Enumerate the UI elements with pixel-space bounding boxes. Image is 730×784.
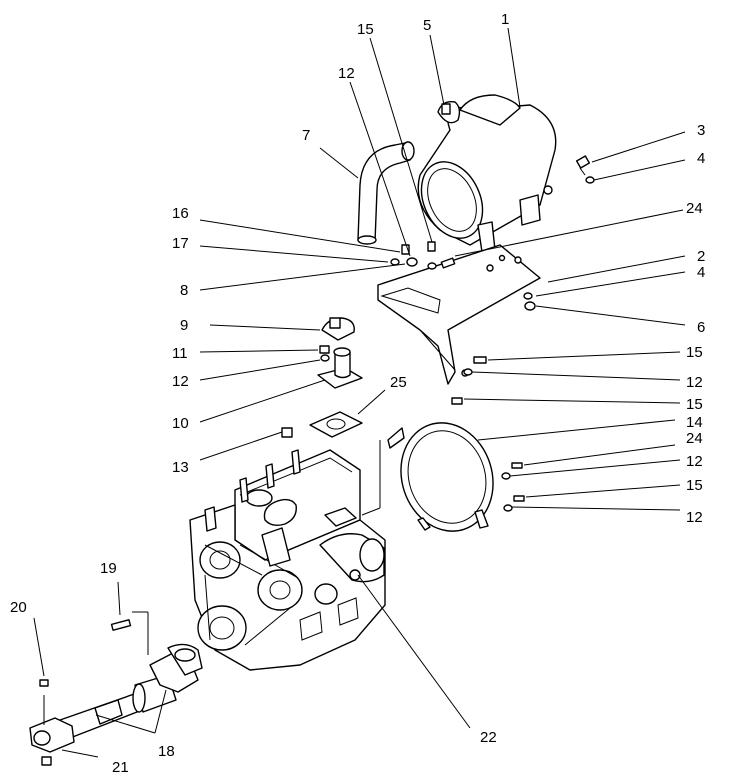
muffler: [417, 94, 557, 253]
callout-1: 1: [501, 11, 509, 28]
callout-5: 5: [423, 17, 431, 34]
callout-11: 11: [172, 345, 188, 362]
nut-6: [523, 292, 536, 311]
exhaust-pipe: [357, 141, 415, 245]
callout-9: 9: [180, 317, 188, 334]
nut-13: [281, 427, 293, 438]
callout-8: 8: [180, 282, 188, 299]
callout-15a: 15: [357, 21, 374, 38]
callout-15c: 15: [686, 396, 703, 413]
callout-7: 7: [302, 127, 310, 144]
drive-shaft: [59, 643, 203, 739]
clamp-5: [437, 101, 461, 124]
callout-2: 2: [697, 248, 705, 265]
muffler-bracket: [377, 244, 541, 385]
callout-16: 16: [172, 205, 189, 222]
callout-4a: 4: [697, 150, 705, 167]
bolt-19: [110, 611, 149, 655]
engine: [189, 449, 386, 671]
fan-shroud: [387, 422, 494, 532]
callout-12b: 12: [172, 373, 189, 390]
nut-11: [319, 345, 330, 362]
callout-17: 17: [172, 235, 189, 252]
callout-21: 21: [112, 759, 129, 776]
callout-12d: 12: [686, 453, 703, 470]
leader-lines: [33, 27, 686, 758]
callout-12c: 12: [686, 374, 703, 391]
callout-12a: 12: [338, 65, 355, 82]
callout-14: 14: [686, 414, 703, 431]
callout-24b: 24: [686, 430, 703, 447]
bolt-3: [575, 155, 595, 184]
clamp-9: [321, 317, 355, 341]
callout-12e: 12: [686, 509, 703, 526]
gasket-25: [309, 411, 363, 438]
callout-10: 10: [172, 415, 189, 432]
flange-10: [317, 347, 363, 389]
callout-3: 3: [697, 122, 705, 139]
callout-25: 25: [390, 374, 407, 391]
callout-15d: 15: [686, 477, 703, 494]
callouts: 1 2 3 4 4 5 6 7 8 9 10 11 12 12 12 12 12…: [10, 11, 705, 776]
callout-4b: 4: [697, 264, 705, 281]
callout-6: 6: [697, 319, 705, 336]
callout-19: 19: [100, 560, 117, 577]
callout-20: 20: [10, 599, 27, 616]
callout-13: 13: [172, 459, 189, 476]
callout-22: 22: [480, 729, 497, 746]
callout-15b: 15: [686, 344, 703, 361]
callout-18: 18: [158, 743, 175, 760]
callout-24a: 24: [686, 200, 703, 217]
yoke-21: [29, 679, 75, 766]
